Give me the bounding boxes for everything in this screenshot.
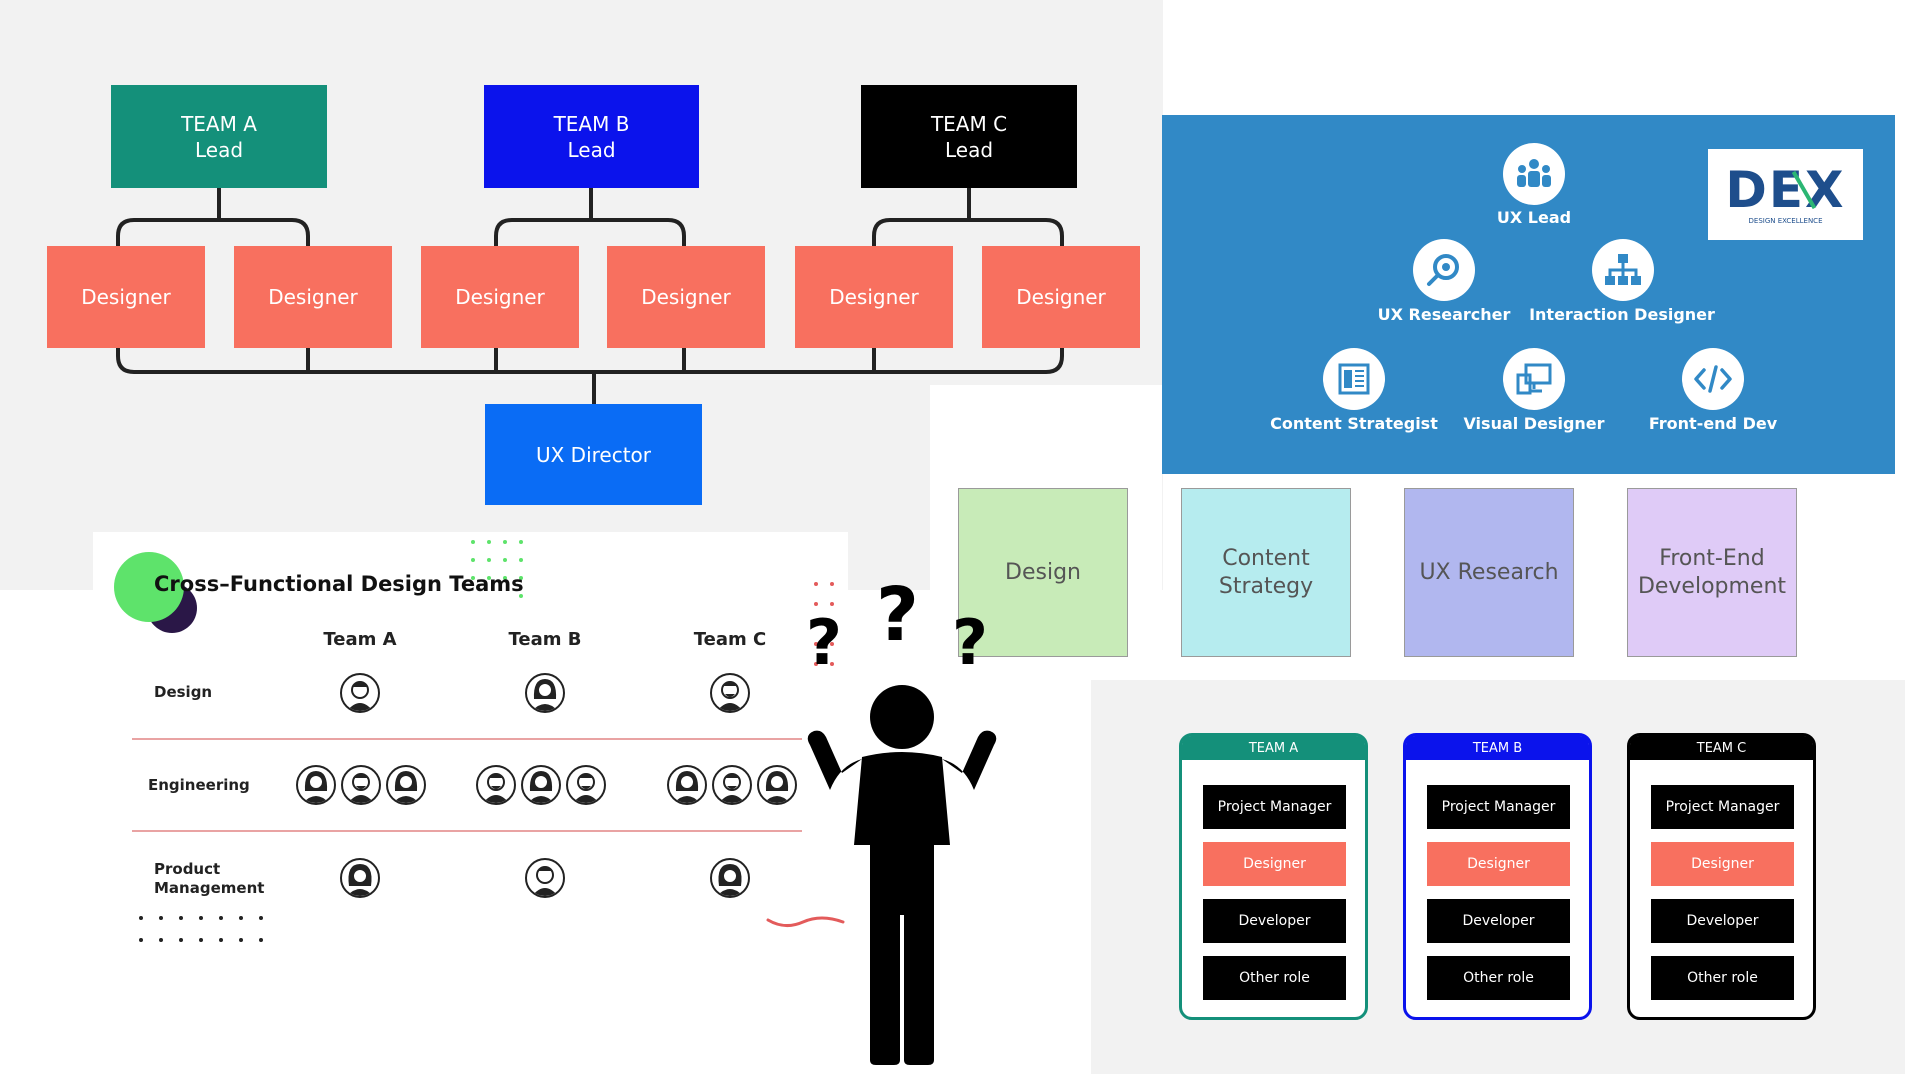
role-chip: Developer: [1651, 899, 1794, 943]
cross-functional-panel: [93, 532, 848, 1080]
designer-label: Designer: [829, 285, 919, 309]
team-a-lead-label: TEAM A Lead: [181, 111, 257, 162]
role-chip: Other role: [1427, 956, 1570, 1000]
role-chip: Developer: [1203, 899, 1346, 943]
designer-box: Designer: [47, 246, 205, 348]
designer-label: Designer: [455, 285, 545, 309]
green-circle-mark: [114, 552, 184, 622]
person-avatar-icon: [757, 765, 797, 805]
person-avatar-icon: [341, 765, 381, 805]
row-header-product-management: Product Management: [154, 860, 265, 897]
role-label: Interaction Designer: [1529, 304, 1715, 324]
designer-label: Designer: [1016, 285, 1106, 309]
team-card-header: TEAM B: [1406, 736, 1589, 760]
person-avatar-icon: [710, 673, 750, 713]
dex-logo: DEX DESIGN EXCELLENCE: [1708, 149, 1863, 240]
dex-logo-subtext: DESIGN EXCELLENCE: [1748, 216, 1823, 225]
team-a-lead-box: TEAM A Lead: [111, 85, 327, 188]
discipline-frontend-box: Front-End Development: [1627, 488, 1797, 657]
red-dots-decoration: [814, 582, 834, 666]
column-header-team-c: Team C: [693, 628, 767, 650]
person-avatar-icon: [296, 765, 336, 805]
person-avatar-icon: [340, 858, 380, 898]
question-mark-left: ?: [806, 606, 842, 679]
hierarchy-icon: [1592, 239, 1654, 301]
designer-label: Designer: [268, 285, 358, 309]
row-header-design: Design: [154, 683, 213, 701]
ux-director-label: UX Director: [535, 442, 652, 467]
team-card-header: TEAM A: [1182, 736, 1365, 760]
team-c-lead-box: TEAM C Lead: [861, 85, 1077, 188]
person-avatar-icon: [340, 673, 380, 713]
dex-logo-text: DEX: [1725, 160, 1846, 219]
question-mark-right: ?: [952, 606, 988, 679]
discipline-ux-research-box: UX Research: [1404, 488, 1574, 657]
discipline-label: Front-End Development: [1637, 545, 1787, 599]
role-chip: Project Manager: [1427, 785, 1570, 829]
role-chip: Project Manager: [1203, 785, 1346, 829]
person-avatar-icon: [667, 765, 707, 805]
cross-functional-title: Cross–Functional Design Teams: [154, 572, 524, 596]
role-chip: Developer: [1427, 899, 1570, 943]
discipline-content-strategy-box: Content Strategy: [1181, 488, 1351, 657]
question-mark-center: ?: [876, 572, 919, 658]
row-divider: [132, 830, 802, 832]
role-label: UX Lead: [1496, 207, 1572, 227]
designer-box: Designer: [421, 246, 579, 348]
role-label: Visual Designer: [1463, 413, 1605, 433]
role-chip: Project Manager: [1651, 785, 1794, 829]
designer-box: Designer: [607, 246, 765, 348]
person-avatar-icon: [710, 858, 750, 898]
designer-box: Designer: [982, 246, 1140, 348]
org-chart-connectors: [116, 186, 1064, 406]
column-header-team-a: Team A: [323, 628, 397, 650]
confused-person-icon: [807, 685, 997, 1065]
person-avatar-icon: [386, 765, 426, 805]
devices-icon: [1503, 348, 1565, 410]
designer-box: Designer: [234, 246, 392, 348]
role-label: Front-end Dev: [1648, 413, 1778, 433]
designer-box: Designer: [795, 246, 953, 348]
discipline-label: UX Research: [1419, 559, 1559, 585]
org-chart-panel: TEAM A Lead TEAM B Lead TEAM C Lead Desi…: [0, 0, 1163, 590]
red-squiggle-decoration: [766, 916, 845, 927]
person-avatar-icon: [525, 858, 565, 898]
person-avatar-icon: [566, 765, 606, 805]
team-icon: [1503, 143, 1565, 205]
role-chip: Designer: [1203, 842, 1346, 886]
team-card-header: TEAM C: [1630, 736, 1813, 760]
person-avatar-icon: [712, 765, 752, 805]
role-chip: Designer: [1427, 842, 1570, 886]
role-chip: Designer: [1651, 842, 1794, 886]
role-chip: Other role: [1203, 956, 1346, 1000]
ux-director-box: UX Director: [485, 404, 702, 505]
team-card: TEAM C Project Manager Designer Develope…: [1627, 733, 1816, 1020]
team-b-lead-box: TEAM B Lead: [484, 85, 699, 188]
row-divider: [132, 738, 802, 740]
discipline-label: Content Strategy: [1218, 545, 1314, 599]
designer-label: Designer: [81, 285, 171, 309]
team-card: TEAM A Project Manager Designer Develope…: [1179, 733, 1368, 1020]
role-chip: Other role: [1651, 956, 1794, 1000]
team-b-lead-label: TEAM B Lead: [553, 111, 630, 162]
designer-label: Designer: [641, 285, 731, 309]
discipline-design-box: Design: [958, 488, 1128, 657]
role-label: Content Strategist: [1270, 413, 1438, 433]
person-avatar-icon: [521, 765, 561, 805]
column-header-team-b: Team B: [508, 628, 582, 650]
black-dots-decoration: [139, 916, 263, 942]
person-avatar-icon: [525, 673, 565, 713]
role-label: UX Researcher: [1377, 304, 1511, 324]
green-dots-decoration: [471, 540, 523, 598]
magnifier-eye-icon: [1413, 239, 1475, 301]
row-header-engineering: Engineering: [148, 776, 250, 794]
team-card: TEAM B Project Manager Designer Develope…: [1403, 733, 1592, 1020]
code-icon: [1682, 348, 1744, 410]
person-avatar-icon: [476, 765, 516, 805]
discipline-label: Design: [1005, 559, 1081, 585]
team-c-lead-label: TEAM C Lead: [930, 111, 1008, 162]
document-icon: [1323, 348, 1385, 410]
